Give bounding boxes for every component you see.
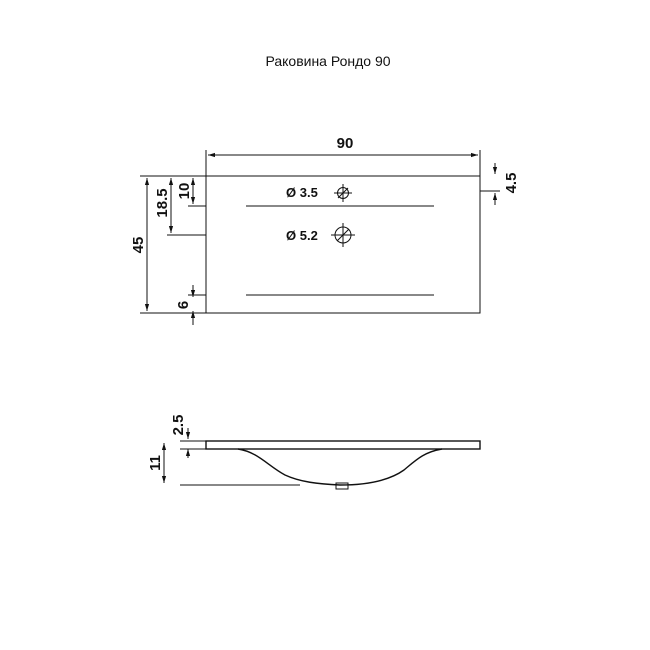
- hole-small-label: Ø 3.5: [286, 185, 318, 200]
- basin-top-outline: [205, 175, 481, 314]
- drain-icon: [335, 482, 349, 490]
- basin-bowl-profile: [237, 448, 443, 486]
- hole-large-label: Ø 5.2: [286, 228, 318, 243]
- dim-6-label: 6: [175, 301, 192, 309]
- dim-2-5-label: 2.5: [170, 415, 187, 436]
- hole-large-icon: [331, 223, 355, 247]
- drawing-title: Раковина Рондо 90: [265, 53, 390, 69]
- side-view: 2.5 11: [147, 415, 481, 490]
- top-view: Ø 3.5 Ø 5.2 90 45 18.5 10 6: [130, 135, 520, 325]
- hole-small-icon: [334, 184, 352, 202]
- basin-side-slab: [205, 440, 481, 450]
- dim-18-5-label: 18.5: [154, 188, 171, 217]
- dim-10-label: 10: [176, 183, 193, 200]
- dim-width-label: 90: [337, 135, 354, 152]
- dim-depth-label: 45: [130, 237, 147, 254]
- dim-11-label: 11: [147, 455, 164, 471]
- dim-4-5-label: 4.5: [503, 173, 520, 194]
